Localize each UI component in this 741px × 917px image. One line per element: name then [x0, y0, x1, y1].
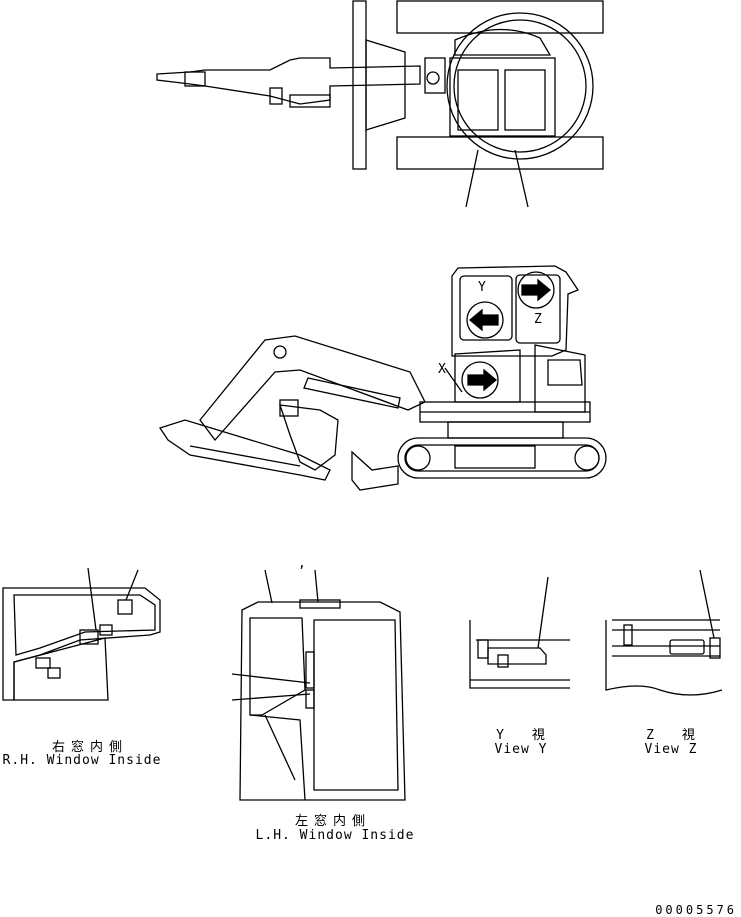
- view-y-label-jp: Y 視: [496, 728, 546, 743]
- view-z-label-jp: Z 視: [646, 728, 696, 743]
- lh-window-label-en: L.H. Window Inside: [255, 828, 415, 843]
- lh-window-inside-detail: [231, 569, 406, 801]
- callout-x: X: [438, 362, 447, 377]
- view-y-detail: [469, 576, 570, 689]
- drawing-number: 00005576: [655, 903, 737, 917]
- rh-window-label-en: R.H. Window Inside: [2, 753, 162, 768]
- view-z-detail: [605, 569, 723, 696]
- arrow-decal-right-window: [517, 271, 555, 309]
- top-view-excavator: [156, 0, 604, 208]
- callout-y: Y: [478, 280, 487, 295]
- side-view-excavator: [158, 265, 607, 491]
- lh-window-label-jp: 左窓内側: [294, 814, 371, 829]
- callout-tick: ,: [298, 556, 307, 571]
- callout-z: Z: [534, 312, 543, 327]
- rh-window-inside-detail: [2, 567, 161, 701]
- view-z-label-en: View Z: [644, 742, 698, 757]
- rh-window-label-jp: 右窓内側: [51, 740, 128, 755]
- view-y-label-en: View Y: [494, 742, 548, 757]
- arrow-decal-left-window: [466, 301, 504, 339]
- arrow-decal-door: [461, 361, 499, 399]
